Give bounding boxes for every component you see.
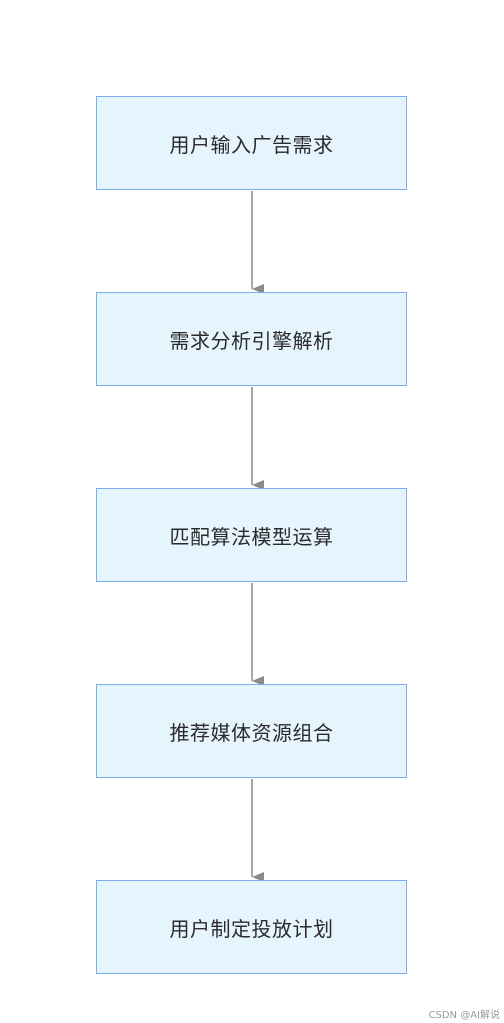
flow-node-5: 用户制定投放计划 [96,880,407,974]
flow-node-1: 用户输入广告需求 [96,96,407,190]
flow-node-label: 推荐媒体资源组合 [169,720,334,745]
flow-node-label: 用户输入广告需求 [169,132,334,157]
flow-node-label: 用户制定投放计划 [169,916,334,941]
flow-node-label: 匹配算法模型运算 [169,524,334,549]
flow-node-3: 匹配算法模型运算 [96,488,407,582]
watermark: CSDN @AI解说 [428,1010,500,1021]
flow-node-label: 需求分析引擎解析 [169,328,334,353]
flow-node-2: 需求分析引擎解析 [96,292,407,386]
flow-node-4: 推荐媒体资源组合 [96,684,407,778]
